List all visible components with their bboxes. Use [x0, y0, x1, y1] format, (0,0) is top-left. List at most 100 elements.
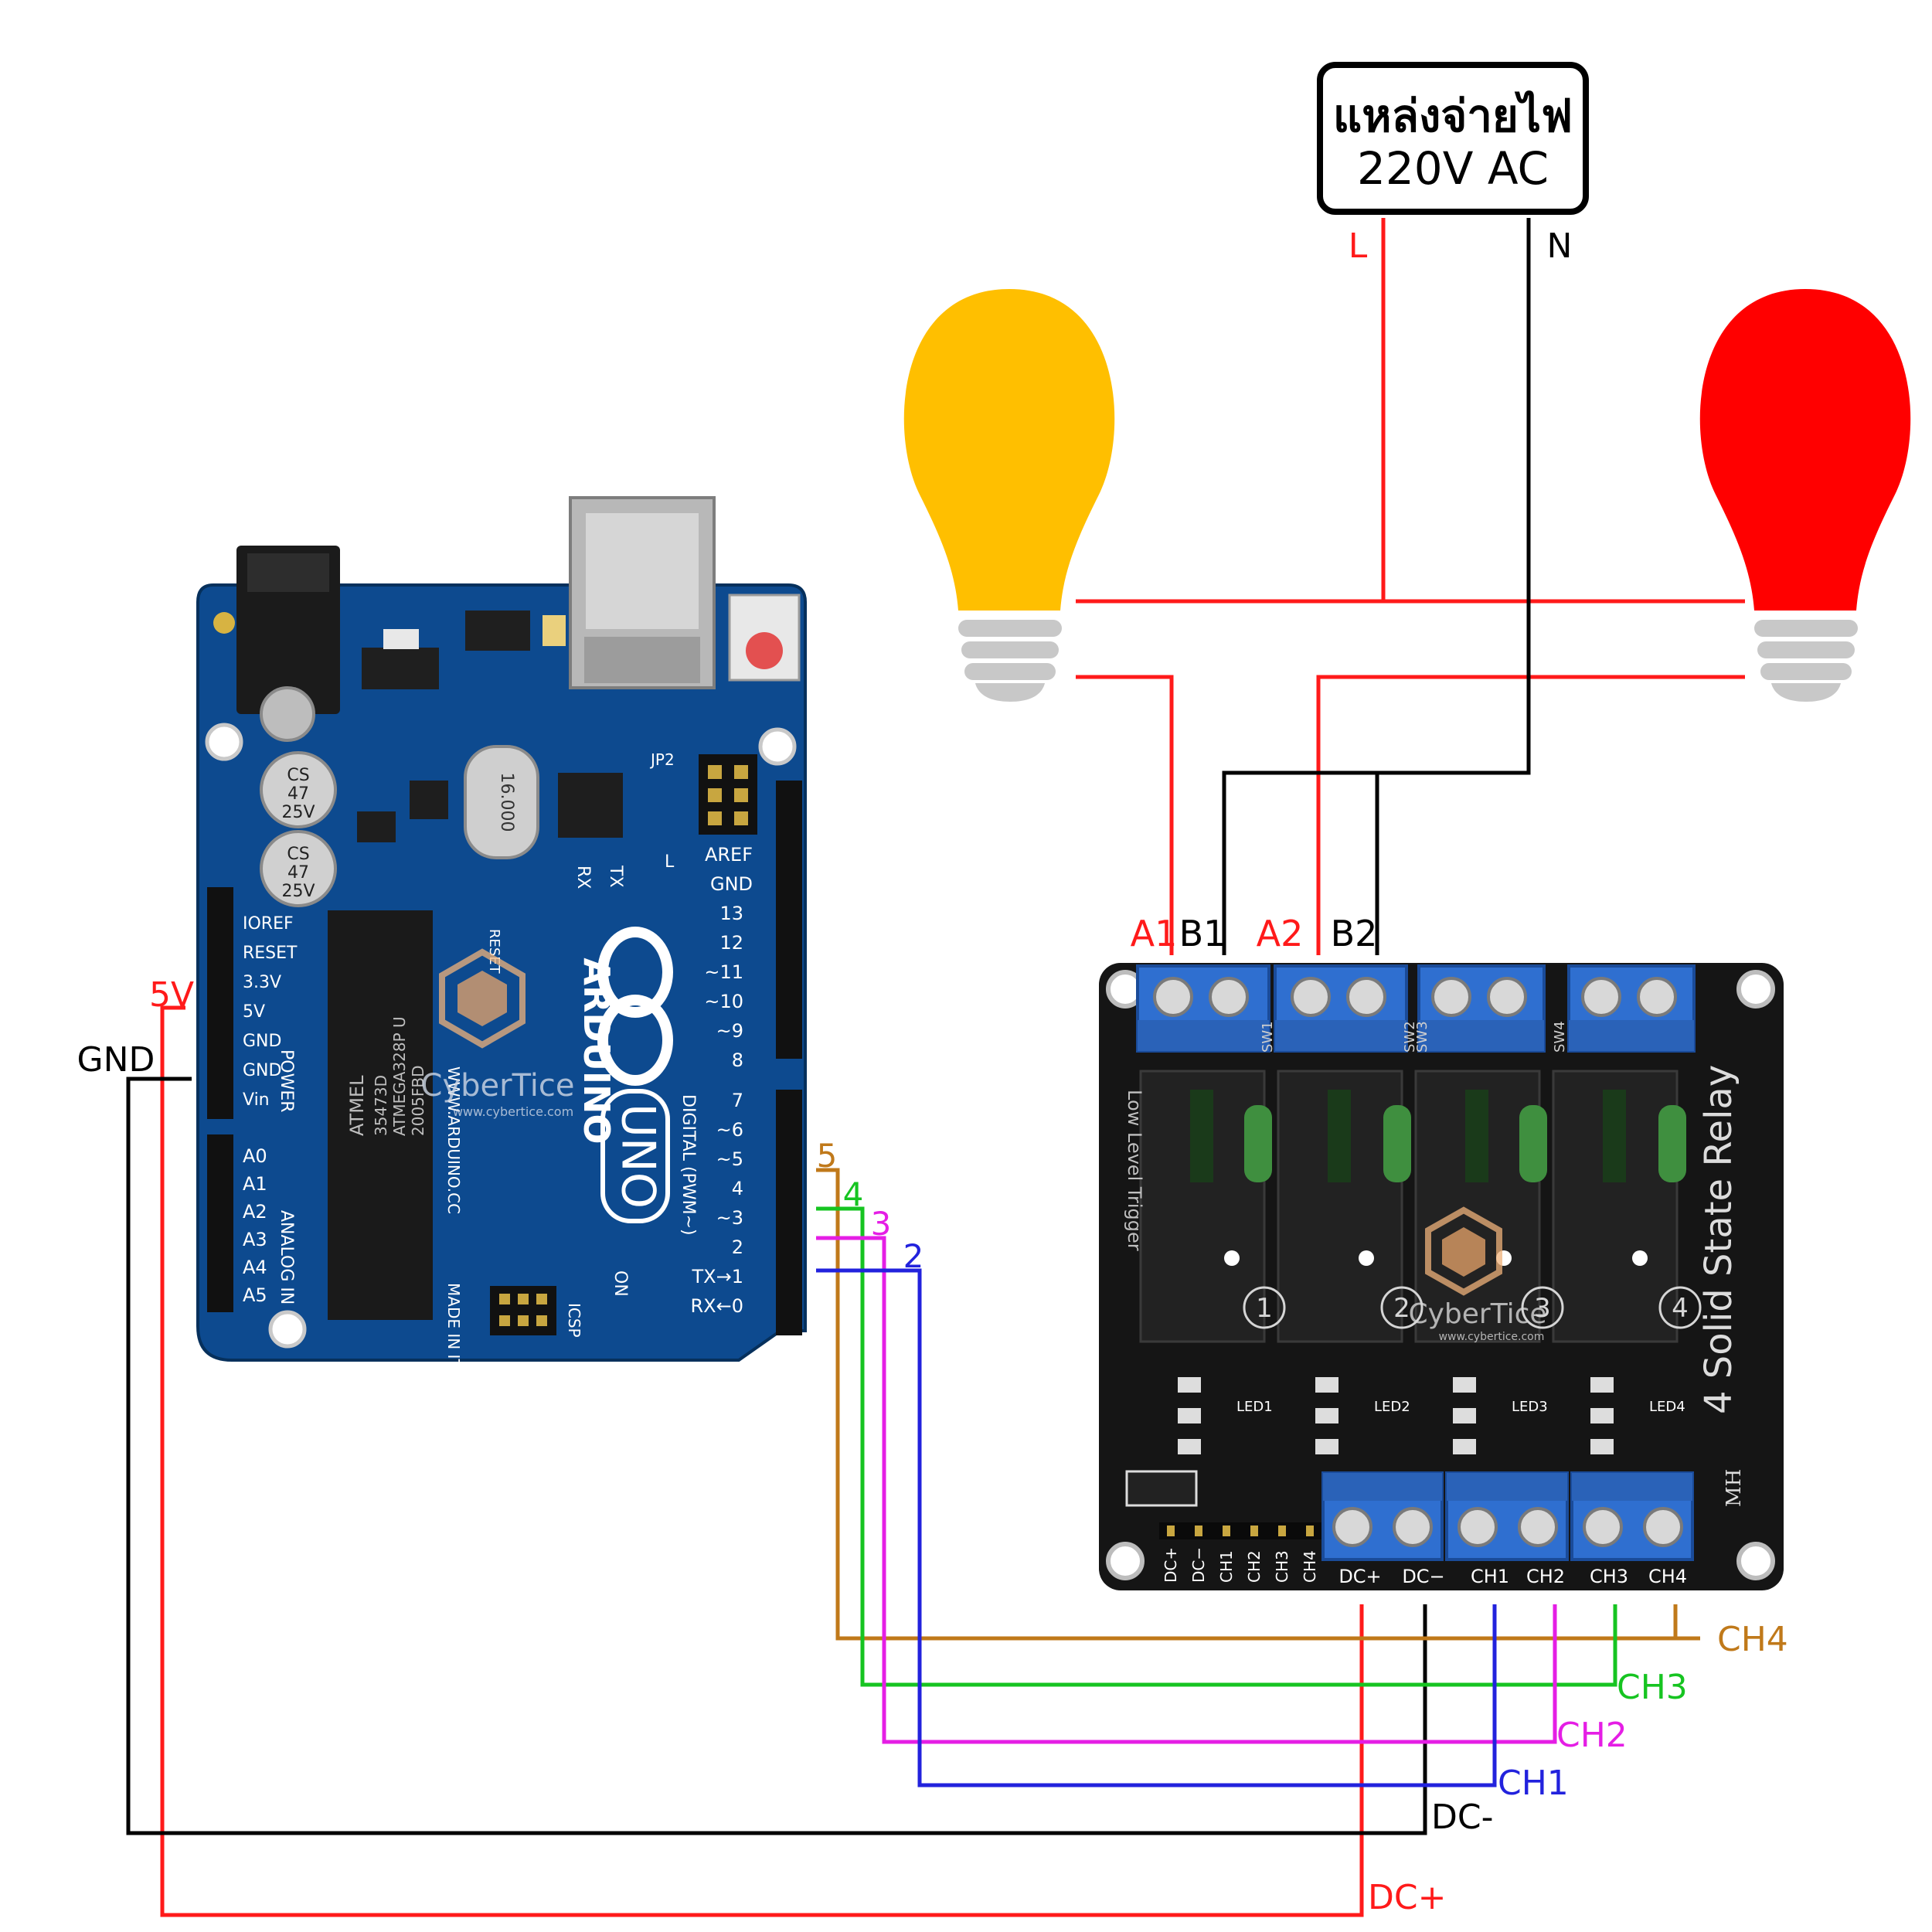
input-terminal-ch34	[1570, 1471, 1694, 1561]
sw-label: SW1	[1260, 1021, 1276, 1053]
terminal-label: CH3	[1590, 1566, 1628, 1587]
bulb-red-icon	[1699, 289, 1911, 702]
arduino-uno-board: CS 47 25V CS 47 25V 16.000 JP	[196, 496, 807, 1394]
terminal-label: CH4	[1648, 1566, 1687, 1587]
channel-number-circle	[1243, 1286, 1286, 1329]
power-section-label: POWER	[277, 1049, 296, 1113]
digital-pin-labels-bottom: 7 ~6 ~5 4 ~3 2 TX→1 RX←0	[691, 1090, 744, 1317]
pin-label: ~11	[704, 961, 743, 983]
l-led-label: L	[665, 852, 675, 872]
wire-label-ch3: CH3	[1617, 1668, 1688, 1707]
output-terminal-2	[1274, 964, 1408, 1053]
pin-label: 12	[719, 932, 743, 954]
cap2-text: 47	[287, 863, 309, 883]
pin-label: GND	[243, 1032, 281, 1051]
wire-label-pin5: 5	[817, 1137, 838, 1175]
pin-label: 2	[732, 1236, 743, 1258]
header-pin-label: DC−	[1189, 1547, 1208, 1583]
diode	[465, 611, 530, 651]
label-b1: B1	[1179, 913, 1226, 954]
label-b2: B2	[1331, 913, 1378, 954]
channel-number: 1	[1256, 1293, 1273, 1324]
pin-label: RESET	[243, 944, 298, 963]
watermark-name: CyberTice	[1408, 1298, 1546, 1330]
pin-label: IOREF	[243, 914, 294, 934]
terminal-label: CH2	[1526, 1566, 1565, 1587]
wire-label-pin3: 3	[871, 1205, 892, 1243]
ssr-channel-1	[1139, 1070, 1272, 1343]
led-label: LED1	[1236, 1399, 1273, 1415]
dc-jack	[236, 546, 340, 742]
pin-label: A0	[243, 1145, 267, 1167]
cap2-text: 25V	[281, 882, 315, 901]
model-name: UNO	[611, 1104, 665, 1209]
uno-badge	[600, 1089, 670, 1223]
ssr-channel-4	[1552, 1070, 1686, 1343]
fuse	[543, 615, 566, 646]
header-pin-label: CH1	[1217, 1550, 1236, 1583]
mounting-hole	[268, 1310, 307, 1349]
mounting-hole	[1106, 1542, 1145, 1580]
label-a2: A2	[1257, 913, 1304, 954]
pin-label: A5	[243, 1284, 267, 1306]
digital-pin-labels-top: AREF GND 13 12 ~11 ~10 ~9 8	[704, 844, 753, 1071]
header-pin-label: DC+	[1162, 1547, 1180, 1583]
input-header-pins	[1159, 1522, 1323, 1539]
neutral-label: N	[1547, 226, 1573, 266]
analog-pin-labels: A0 A1 A2 A3 A4 A5	[243, 1145, 267, 1306]
pin-label: A3	[243, 1229, 267, 1250]
ch4-tick	[1673, 1626, 1700, 1641]
header-pin-label: CH2	[1245, 1550, 1264, 1583]
chip-text: ATMEGA328P U	[390, 1016, 409, 1136]
ssr-channel-2	[1277, 1070, 1411, 1343]
wire-label-dcp: DC+	[1368, 1878, 1446, 1917]
pin-label: A1	[243, 1173, 267, 1195]
terminal-label: DC+	[1338, 1566, 1381, 1587]
chip-text: 2005FBD	[409, 1065, 427, 1136]
wire-label-pin4: 4	[843, 1175, 864, 1213]
arduino-logo-icon	[597, 927, 673, 1086]
power-header	[207, 887, 233, 1312]
sw-label: SW4	[1552, 1021, 1568, 1053]
output-terminal-4	[1567, 964, 1696, 1053]
pin-label: 7	[732, 1090, 743, 1111]
channel-number: 2	[1393, 1293, 1410, 1324]
mh-label: MH	[1723, 1469, 1746, 1507]
label-a1: A1	[1131, 913, 1178, 954]
channel-number-circle	[1658, 1286, 1702, 1329]
pin-label: RX←0	[691, 1295, 744, 1317]
crystal-oscillator: 16.000	[464, 745, 539, 859]
capacitor-2: CS 47 25V	[260, 830, 337, 907]
crystal-label: 16.000	[497, 773, 516, 832]
pin-label: ~10	[704, 991, 743, 1012]
smd-chip	[357, 811, 396, 842]
analog-section-label: ANALOG IN	[277, 1210, 296, 1304]
reset-button	[728, 594, 801, 682]
tx-label: TX	[606, 865, 625, 888]
smd-chip	[410, 781, 448, 819]
ac-wiring	[1076, 218, 1745, 955]
relay-module: SW1 SW2 SW3 SW4	[1099, 963, 1784, 1590]
led-area	[1178, 1377, 1614, 1454]
icsp-label: ICSP	[565, 1303, 583, 1338]
website-label: WWW.ARDUINO.CC	[444, 1066, 463, 1214]
wire-label-5v: 5V	[149, 975, 194, 1015]
usb-connector	[569, 496, 716, 689]
on-label: ON	[611, 1270, 630, 1297]
pin-label: AREF	[705, 844, 753, 866]
capacitor-1: CS 47 25V	[260, 751, 337, 828]
mounting-hole	[213, 612, 235, 634]
relay-title: 4 Solid State Relay	[1697, 1065, 1740, 1414]
jp2-label: JP2	[649, 750, 675, 769]
cap2-text: CS	[287, 845, 309, 864]
wire-label-ch2: CH2	[1556, 1716, 1628, 1755]
sw-label: SW3	[1414, 1021, 1430, 1053]
pin-label: ~3	[716, 1207, 743, 1229]
wire-label-gnd: GND	[77, 1040, 155, 1080]
wire-label-ch4: CH4	[1717, 1620, 1788, 1659]
pin-label: 13	[719, 903, 743, 924]
pin-label: Vin	[243, 1090, 270, 1110]
channel-number: 4	[1672, 1293, 1689, 1324]
pin-label: A4	[243, 1257, 267, 1278]
